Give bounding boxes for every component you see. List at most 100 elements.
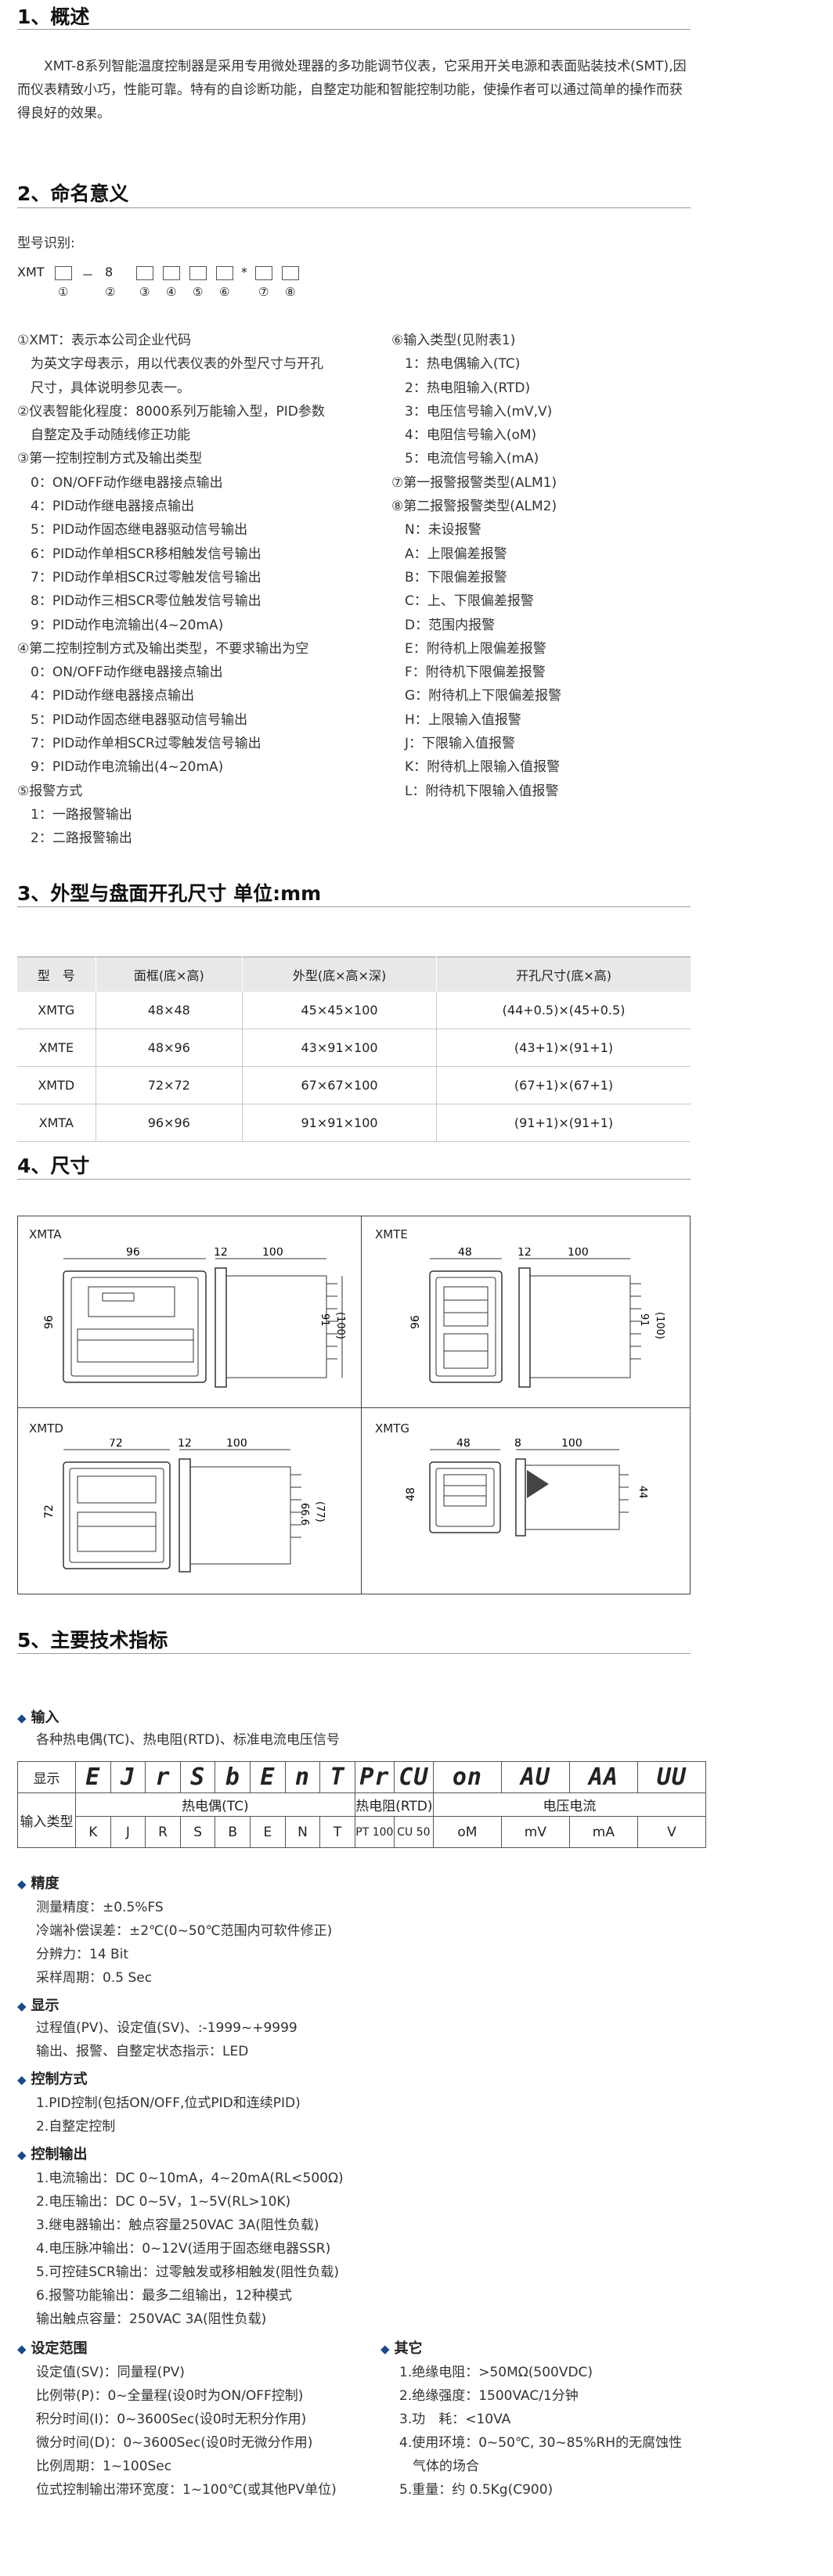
drawing-title-xmtg: XMTG (375, 1421, 410, 1436)
xmte-height-label: 96 (409, 1315, 422, 1329)
text-line: ③第一控制控制方式及输出类型 (17, 451, 203, 467)
input-type-cell: T (319, 1816, 355, 1848)
text-line: 2.绝缘强度：1500VAC/1分钟 (399, 2388, 579, 2404)
text-line: 3：电压信号输入(mV,V) (391, 403, 553, 420)
table-cell: (91+1)×(91+1) (436, 1104, 691, 1142)
table-cell: 67×67×100 (242, 1066, 438, 1104)
text-line: 采样周期：0.5 Sec (36, 1970, 153, 1986)
table-header: 型 号 (17, 957, 96, 992)
xmta-drawing: 96 96 12 100 91 (100) (43, 1248, 346, 1388)
code-box (189, 266, 207, 280)
input-type-cell: J (110, 1816, 146, 1848)
text-line: 3.继电器输出：触点容量250VAC 3A(阻性负载) (36, 2218, 319, 2233)
section-title-specs: 5、主要技术指标 (17, 1629, 168, 1652)
text-line: 5：PID动作固态继电器驱动信号输出 (17, 712, 248, 728)
text-line: G：附待机上下限偏差报警 (391, 688, 562, 704)
control-lines: 1.PID控制(包括ON/OFF,位式PID和连续PID)2.自整定控制 (36, 2091, 301, 2138)
table-cell: 48×48 (96, 991, 243, 1029)
table-cell: XMTD (17, 1066, 96, 1104)
display-table: 显示 E J r S b E n T Pr CU on AU AA UU 输入类… (17, 1761, 707, 1848)
segment-glyph: J (110, 1761, 146, 1793)
segment-glyph: AA (568, 1761, 638, 1793)
text-line: 5.重量：约 0.5Kg(C900) (399, 2482, 554, 2498)
text-line: 积分时间(I)：0~3600Sec(设0时无积分作用) (36, 2412, 307, 2427)
segment-glyph: r (145, 1761, 181, 1793)
table-header: 开孔尺寸(底×高) (436, 957, 691, 992)
xmte-cut2-label: (100) (654, 1312, 665, 1339)
xmta-height-label: 96 (43, 1315, 56, 1329)
text-line: 7：PID动作单相SCR过零触发信号输出 (17, 736, 261, 752)
spec-heading-output: 控制输出 (17, 2143, 88, 2163)
xmtg-width-label: 48 (456, 1439, 471, 1450)
text-line: 1：热电偶输入(TC) (391, 356, 521, 373)
table-header: 面框(底×高) (96, 957, 243, 992)
code-num: ⑧ (285, 285, 296, 299)
text-line: 比例带(P)：0~全量程(设0时为ON/OFF控制) (36, 2388, 304, 2404)
table-cell: 45×45×100 (242, 991, 438, 1029)
section-rule (17, 29, 691, 30)
code-box (163, 266, 180, 280)
xmtg-cut-label: 44 (636, 1486, 648, 1499)
input-type-cell: S (179, 1816, 216, 1848)
text-line: 1：一路报警输出 (17, 806, 132, 823)
xmtd-cut-label: 66.6 (298, 1503, 310, 1526)
text-line: 为英文字母表示，用以代表仪表的外型尺寸与开孔 (17, 356, 323, 373)
text-line: 1.绝缘电阻：>50MΩ(500VDC) (399, 2365, 593, 2380)
input-type-cell: CU 50 (393, 1816, 434, 1848)
type-row-label: 输入类型 (17, 1792, 76, 1848)
segment-glyph: T (319, 1761, 355, 1793)
drawing-title-xmte: XMTE (375, 1227, 408, 1241)
text-line: 尺寸，具体说明参见表一。 (17, 380, 190, 396)
code-eight: 8 (105, 265, 114, 279)
xmte-drawing: 48 96 12 100 91 (100) (409, 1248, 665, 1388)
code-box (136, 266, 153, 280)
text-line: 气体的场合 (399, 2459, 479, 2474)
text-line: E：附待机上限偏差报警 (391, 640, 546, 657)
section-title-naming: 2、命名意义 (17, 182, 129, 205)
text-line: 测量精度：±0.5%FS (36, 1900, 164, 1915)
text-line: 设定值(SV)：同量程(PV) (36, 2365, 185, 2380)
section-rule (17, 906, 691, 907)
spec-heading-precision: 精度 (17, 1872, 60, 1893)
segment-glyph: AU (500, 1761, 570, 1793)
text-line: 0：ON/OFF动作继电器接点输出 (17, 665, 223, 681)
naming-right-column: ⑥输入类型(见附表1) 1：热电偶输入(TC) 2：热电阻输入(RTD) 3：电… (391, 329, 736, 803)
section-rule (17, 1653, 691, 1654)
text-line: 9：PID动作电流输出(4~20mA) (17, 759, 224, 776)
range-lines: 设定值(SV)：同量程(PV) 比例带(P)：0~全量程(设0时为ON/OFF控制… (36, 2361, 337, 2502)
model-prefix: XMT (17, 265, 45, 279)
code-num: ② (105, 285, 116, 299)
table-cell: 96×96 (96, 1104, 243, 1142)
text-line: 2.自整定控制 (36, 2119, 116, 2135)
code-num: ⑤ (193, 285, 204, 299)
xmtg-bezel-label: 8 (514, 1439, 521, 1450)
input-type-cell: K (75, 1816, 111, 1848)
text-line: 5：PID动作固态继电器驱动信号输出 (17, 522, 248, 539)
naming-left-column: ①XMT：表示本公司企业代码 为英文字母表示，用以代表仪表的外型尺寸与开孔 尺寸… (17, 329, 385, 851)
output-lines: 1.电流输出：DC 0~10mA，4~20mA(RL<500Ω)2.电压输出：D… (36, 2167, 344, 2331)
model-code: XMT － 8 * ① ② ③ ④ ⑤ ⑥ ⑦ ⑧ (17, 265, 346, 312)
text-line: ①XMT：表示本公司企业代码 (17, 333, 191, 348)
input-type-cell: E (250, 1816, 286, 1848)
xmtg-height-label: 48 (405, 1487, 417, 1501)
text-line: 过程值(PV)、设定值(SV)、:-1999~+9999 (36, 2020, 298, 2036)
text-line: K：附待机上限输入值报警 (391, 759, 561, 776)
group-rtd-label: 热电阻(RTD) (354, 1792, 434, 1817)
code-box (216, 266, 233, 280)
xmtg-depth-label: 100 (561, 1439, 582, 1450)
table-cell: 43×91×100 (242, 1029, 438, 1067)
text-line: 7：PID动作单相SCR过零触发信号输出 (17, 569, 261, 585)
table-cell: XMTE (17, 1029, 96, 1067)
group-tc-label: 热电偶(TC) (75, 1792, 355, 1817)
segment-glyph: b (215, 1761, 251, 1793)
table-cell: (44+0.5)×(45+0.5) (436, 991, 691, 1029)
spec-heading-other: 其它 (380, 2337, 423, 2358)
segment-glyph: n (284, 1761, 321, 1793)
drawing-title-xmta: XMTA (29, 1227, 62, 1241)
code-num: ④ (166, 285, 177, 299)
segment-glyph: Pr (354, 1761, 395, 1793)
